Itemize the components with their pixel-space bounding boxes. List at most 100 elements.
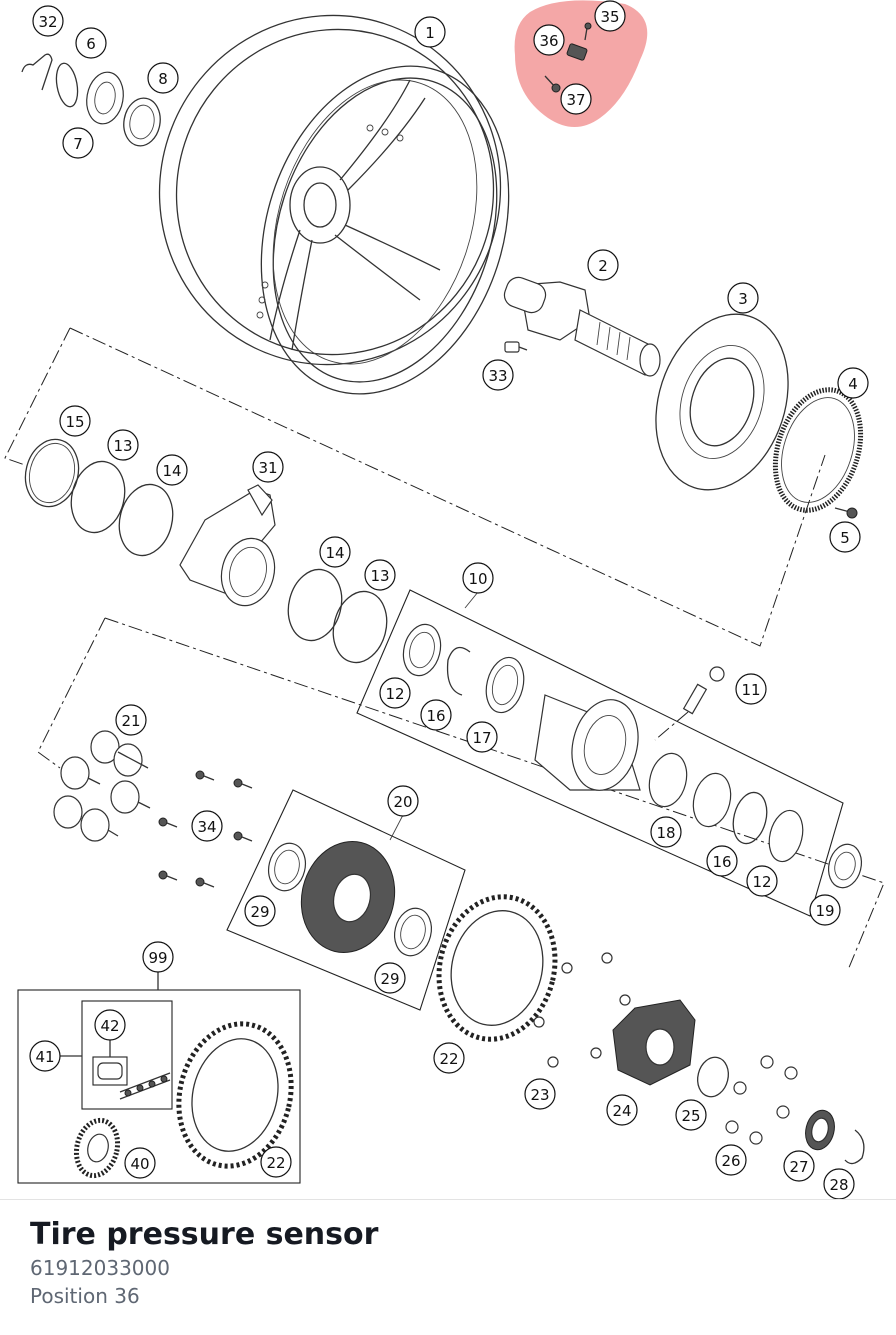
- part-number: 61912033000: [30, 1256, 170, 1280]
- callout-4[interactable]: 4: [837, 367, 869, 399]
- callout-33[interactable]: 33: [482, 359, 514, 391]
- part-title: Tire pressure sensor: [30, 1217, 379, 1252]
- callout-circle: [727, 282, 759, 314]
- callout-19[interactable]: 19: [809, 894, 841, 926]
- callout-number: 15: [65, 413, 84, 431]
- callout-number: 99: [148, 949, 167, 967]
- group-box-99: [17, 989, 301, 1184]
- callout-circle: [414, 16, 446, 48]
- brake-carrier-31-drawing: [179, 484, 276, 607]
- callout-28[interactable]: 28: [823, 1168, 855, 1200]
- nut-19-drawing: [827, 843, 863, 889]
- callout-25[interactable]: 25: [675, 1099, 707, 1131]
- callout-31[interactable]: 31: [252, 451, 284, 483]
- callout-2[interactable]: 2: [587, 249, 619, 281]
- callout-circle: [524, 1078, 556, 1110]
- callout-12[interactable]: 12: [746, 865, 778, 897]
- washer-25-drawing: [697, 1056, 729, 1098]
- callout-number: 35: [600, 8, 619, 26]
- callout-11[interactable]: 11: [735, 673, 767, 705]
- callout-circle: [783, 1150, 815, 1182]
- o-ring-13-drawing: [70, 460, 126, 534]
- callout-29[interactable]: 29: [244, 895, 276, 927]
- callout-14[interactable]: 14: [156, 454, 188, 486]
- leader-line-upper: [4, 327, 826, 647]
- callout-22[interactable]: 22: [260, 1146, 292, 1178]
- callout-10[interactable]: 10: [462, 562, 494, 594]
- callout-circle: [482, 359, 514, 391]
- callout-number: 21: [121, 712, 140, 730]
- callout-number: 23: [530, 1086, 549, 1104]
- callout-40[interactable]: 40: [124, 1147, 156, 1179]
- rim-drawing: [158, 14, 510, 395]
- callout-number: 10: [468, 570, 487, 588]
- callout-number: 27: [789, 1158, 808, 1176]
- rear-sprocket-22-kit-drawing: [176, 1021, 294, 1169]
- callout-1[interactable]: 1: [414, 16, 446, 48]
- sprocket-flange-24-drawing: [612, 999, 696, 1086]
- callout-13[interactable]: 13: [364, 559, 396, 591]
- callout-26[interactable]: 26: [715, 1144, 747, 1176]
- callout-35[interactable]: 35: [594, 0, 626, 32]
- callout-41[interactable]: 41: [29, 1040, 61, 1072]
- callout-24[interactable]: 24: [606, 1094, 638, 1126]
- bolt-11-drawing: [654, 666, 725, 741]
- callout-14[interactable]: 14: [319, 536, 351, 568]
- callout-number: 33: [488, 367, 507, 385]
- callout-circle: [142, 941, 174, 973]
- nuts-23-drawing: [533, 952, 631, 1068]
- callout-29[interactable]: 29: [374, 962, 406, 994]
- callout-16[interactable]: 16: [706, 845, 738, 877]
- callout-16[interactable]: 16: [420, 699, 452, 731]
- callout-number: 14: [325, 544, 344, 562]
- screw-5-drawing: [834, 507, 858, 519]
- bearing-27-drawing: [805, 1109, 835, 1151]
- callout-15[interactable]: 15: [59, 405, 91, 437]
- bearing-7-drawing: [86, 71, 124, 125]
- callout-number: 16: [426, 707, 445, 725]
- callout-number: 31: [258, 459, 277, 477]
- callout-circle: [675, 1099, 707, 1131]
- callout-circle: [244, 895, 276, 927]
- callout-circle: [650, 816, 682, 848]
- callout-18[interactable]: 18: [650, 816, 682, 848]
- callout-42[interactable]: 42: [94, 1009, 126, 1041]
- callout-number: 3: [738, 290, 748, 308]
- callout-number: 34: [197, 818, 216, 836]
- callout-circle: [533, 24, 565, 56]
- callout-circle: [191, 810, 223, 842]
- callout-number: 20: [393, 793, 412, 811]
- callout-12[interactable]: 12: [379, 677, 411, 709]
- callout-27[interactable]: 27: [783, 1150, 815, 1182]
- callout-7[interactable]: 7: [62, 127, 94, 159]
- callout-circle: [387, 785, 419, 817]
- callout-circle: [837, 367, 869, 399]
- callout-circle: [107, 429, 139, 461]
- callout-circle: [560, 83, 592, 115]
- callout-21[interactable]: 21: [115, 704, 147, 736]
- callout-circle: [252, 451, 284, 483]
- callout-8[interactable]: 8: [147, 62, 179, 94]
- callout-circle: [466, 721, 498, 753]
- callout-circle: [735, 673, 767, 705]
- callout-20[interactable]: 20: [387, 785, 419, 817]
- callout-37[interactable]: 37: [560, 83, 592, 115]
- callout-99[interactable]: 99: [142, 941, 174, 973]
- callout-5[interactable]: 5: [829, 521, 861, 553]
- callout-number: 13: [370, 567, 389, 585]
- callout-23[interactable]: 23: [524, 1078, 556, 1110]
- callout-13[interactable]: 13: [107, 429, 139, 461]
- callout-34[interactable]: 34: [191, 810, 223, 842]
- callout-circle: [829, 521, 861, 553]
- callout-22[interactable]: 22: [433, 1042, 465, 1074]
- callout-6[interactable]: 6: [75, 27, 107, 59]
- callout-17[interactable]: 17: [466, 721, 498, 753]
- callout-number: 29: [250, 903, 269, 921]
- group-box-20: [226, 789, 466, 1011]
- callout-number: 7: [73, 135, 83, 153]
- callout-circle: [420, 699, 452, 731]
- callout-3[interactable]: 3: [727, 282, 759, 314]
- callout-circle: [715, 1144, 747, 1176]
- callout-32[interactable]: 32: [32, 5, 64, 37]
- callout-36[interactable]: 36: [533, 24, 565, 56]
